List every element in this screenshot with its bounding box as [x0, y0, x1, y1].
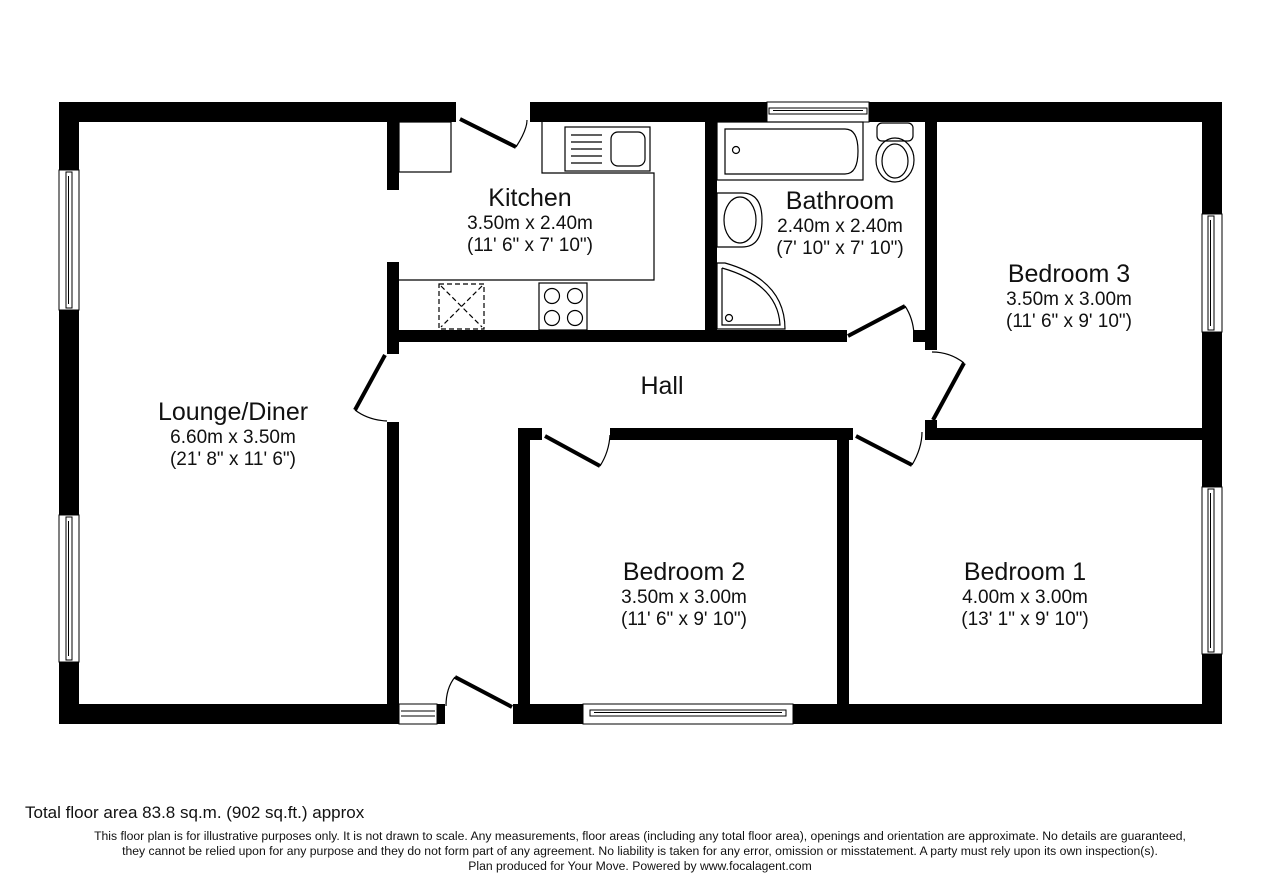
window-lounge-bottom — [58, 514, 80, 663]
disclaimer-line-1: This floor plan is for illustrative purp… — [94, 829, 1186, 843]
inner-walls — [387, 122, 1202, 704]
room-name: Lounge/Diner — [157, 398, 309, 426]
window-bedroom1 — [1201, 486, 1223, 655]
shower-icon — [716, 262, 786, 330]
door-bedroom1 — [855, 431, 923, 467]
room-metric: 3.50m x 3.00m — [1006, 288, 1132, 310]
room-metric: 3.50m x 3.00m — [621, 586, 747, 608]
basin-icon — [716, 192, 763, 248]
room-label-bedroom2: Bedroom 2 3.50m x 3.00m (11' 6" x 9' 10"… — [621, 558, 747, 630]
window-bathroom — [766, 101, 870, 123]
toilet-icon — [875, 122, 915, 183]
room-metric: 2.40m x 2.40m — [777, 215, 903, 237]
room-imperial: (7' 10" x 7' 10") — [776, 237, 904, 259]
room-imperial: (11' 6" x 9' 10") — [620, 608, 748, 630]
window-hall — [398, 703, 438, 725]
room-imperial: (21' 8" x 11' 6") — [169, 448, 296, 470]
kitchen-worktop — [399, 122, 655, 281]
room-name: Bedroom 1 — [963, 558, 1087, 586]
outer-walls — [59, 102, 1222, 724]
bath-icon — [716, 121, 864, 181]
disclaimer-line-2: they cannot be relied upon for any purpo… — [122, 844, 1158, 858]
window-lounge-top — [58, 169, 80, 311]
room-name: Bedroom 3 — [1007, 260, 1131, 288]
sink-icon — [564, 126, 651, 172]
door-bathroom — [847, 304, 915, 338]
room-label-hall: Hall — [640, 372, 684, 400]
bathroom-fixtures — [716, 121, 915, 330]
room-label-lounge: Lounge/Diner 6.60m x 3.50m (21' 8" x 11'… — [158, 398, 308, 470]
room-imperial: (11' 6" x 7' 10") — [466, 234, 594, 256]
room-metric: 6.60m x 3.50m — [170, 426, 296, 448]
total-floor-area: Total floor area 83.8 sq.m. (902 sq.ft.)… — [25, 803, 365, 822]
doors — [353, 117, 966, 709]
room-label-kitchen: Kitchen 3.50m x 2.40m (11' 6" x 7' 10") — [467, 184, 593, 256]
kitchen-fixtures — [398, 121, 655, 331]
door-front — [445, 675, 513, 709]
kitchen-cupboard — [398, 121, 452, 173]
room-name: Kitchen — [488, 184, 572, 212]
room-imperial: (13' 1" x 9' 10") — [961, 608, 1089, 630]
plan-credit: Plan produced for Your Move. Powered by … — [468, 859, 812, 873]
window-bedroom3 — [1201, 213, 1223, 333]
windows — [58, 101, 1223, 725]
room-imperial: (11' 6" x 9' 10") — [1005, 310, 1133, 332]
room-label-bathroom: Bathroom 2.40m x 2.40m (7' 10" x 7' 10") — [776, 187, 903, 259]
window-bedroom2 — [582, 703, 794, 725]
room-label-bedroom1: Bedroom 1 4.00m x 3.00m (13' 1" x 9' 10"… — [961, 558, 1088, 630]
room-name: Bedroom 2 — [622, 558, 746, 586]
room-metric: 4.00m x 3.00m — [962, 586, 1088, 608]
door-kitchen — [459, 117, 528, 149]
room-label-bedroom3: Bedroom 3 3.50m x 3.00m (11' 6" x 9' 10"… — [1006, 260, 1132, 332]
disclaimer: This floor plan is for illustrative purp… — [0, 829, 1280, 874]
door-bedroom2 — [544, 434, 611, 468]
door-lounge — [353, 354, 388, 422]
washer-icon — [438, 283, 485, 330]
room-name: Bathroom — [785, 187, 895, 215]
room-metric: 3.50m x 2.40m — [467, 212, 593, 234]
hob-icon — [538, 282, 588, 331]
door-bedroom3 — [931, 351, 966, 421]
